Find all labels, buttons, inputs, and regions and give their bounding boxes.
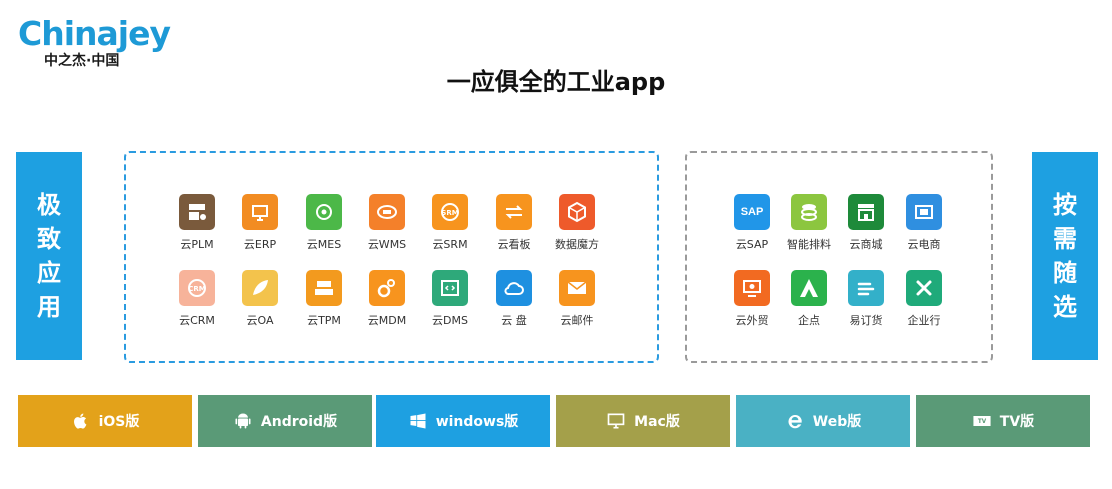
platform-tile[interactable]: iOS版 — [18, 395, 192, 447]
side-label-left: 极致应用 — [16, 152, 82, 360]
crm-icon: CRM — [179, 270, 215, 306]
mail-icon — [559, 270, 595, 306]
platform-tile[interactable]: Android版 — [198, 395, 372, 447]
app-label: 云MDM — [367, 314, 407, 327]
app-tile[interactable]: 云DMS — [419, 270, 481, 328]
app-label: 云外贸 — [735, 314, 769, 327]
app-tile[interactable]: CRM 云CRM — [166, 270, 228, 328]
stack-icon — [791, 194, 827, 230]
app-tile[interactable]: 云商城 — [835, 194, 897, 252]
mdm-icon — [369, 270, 405, 306]
platform-tile[interactable]: TV TV版 — [916, 395, 1090, 447]
app-tile[interactable]: 易订货 — [835, 270, 897, 328]
side-label-left-text: 极致应用 — [37, 191, 61, 321]
svg-text:SRM: SRM — [441, 209, 458, 217]
app-tile[interactable]: 云邮件 — [546, 270, 608, 328]
order-icon — [848, 270, 884, 306]
platform-label: iOS版 — [98, 414, 140, 430]
app-label: 云DMS — [432, 314, 468, 327]
wms-icon — [369, 194, 405, 230]
app-label: 云商城 — [849, 238, 883, 251]
oa-icon — [242, 270, 278, 306]
cloud-disk-icon — [496, 270, 532, 306]
app-label: 云 盘 — [501, 314, 527, 327]
srm-icon: SRM — [432, 194, 468, 230]
brand-logo: Chinajey 中之杰·中国 — [18, 14, 178, 69]
platform-label: TV版 — [999, 414, 1035, 430]
android-icon — [233, 411, 253, 431]
app-tile[interactable]: SRM 云SRM — [419, 194, 481, 252]
sap-icon: SAP — [734, 194, 770, 230]
platform-label: Web版 — [812, 414, 862, 430]
logo-wordmark: Chinajey — [18, 14, 171, 53]
plm-icon — [179, 194, 215, 230]
app-tile[interactable]: 云电商 — [893, 194, 955, 252]
app-tile[interactable]: 智能排料 — [778, 194, 840, 252]
app-tile[interactable]: 企业行 — [893, 270, 955, 328]
app-label: 云电商 — [907, 238, 941, 251]
app-tile[interactable]: 云OA — [229, 270, 291, 328]
app-label: 易订货 — [849, 314, 883, 327]
logo-subtitle: 中之杰·中国 — [44, 53, 120, 69]
app-label: 云ERP — [243, 238, 277, 251]
app-label: 智能排料 — [787, 238, 831, 251]
app-label: 云OA — [246, 314, 274, 327]
app-tile[interactable]: 云MES — [293, 194, 355, 252]
kanban-icon — [496, 194, 532, 230]
app-tile[interactable]: 云WMS — [356, 194, 418, 252]
optional-apps-panel — [685, 151, 993, 363]
ie-icon — [785, 411, 805, 431]
app-label: 数据魔方 — [555, 238, 599, 251]
data-cube-icon — [559, 194, 595, 230]
platform-label: windows版 — [435, 414, 519, 430]
app-label: 云SAP — [735, 238, 769, 251]
app-label: 云PLM — [180, 238, 214, 251]
app-tile[interactable]: 数据魔方 — [546, 194, 608, 252]
platform-tile[interactable]: Web版 — [736, 395, 910, 447]
mac-icon — [606, 411, 626, 431]
dms-icon — [432, 270, 468, 306]
app-tile[interactable]: 云 盘 — [483, 270, 545, 328]
app-tile[interactable]: SAP 云SAP — [721, 194, 783, 252]
store-icon — [848, 194, 884, 230]
app-label: 云WMS — [367, 238, 407, 251]
app-label: 云SRM — [432, 238, 468, 251]
platform-label: Android版 — [260, 414, 338, 430]
trade-icon — [734, 270, 770, 306]
tpm-icon — [306, 270, 342, 306]
side-label-right-text: 按需随选 — [1053, 191, 1077, 321]
svg-text:CRM: CRM — [188, 285, 206, 293]
app-tile[interactable]: 云外贸 — [721, 270, 783, 328]
app-tile[interactable]: 云MDM — [356, 270, 418, 328]
app-tile[interactable]: 云看板 — [483, 194, 545, 252]
windows-icon — [408, 411, 428, 431]
app-label: 云CRM — [179, 314, 215, 327]
core-apps-panel — [124, 151, 659, 363]
app-label: 企点 — [798, 314, 820, 327]
platform-tile[interactable]: windows版 — [376, 395, 550, 447]
side-label-right: 按需随选 — [1032, 152, 1098, 360]
app-label: 云看板 — [497, 238, 531, 251]
platform-tile[interactable]: Mac版 — [556, 395, 730, 447]
enterprise-icon — [906, 270, 942, 306]
mes-icon — [306, 194, 342, 230]
app-tile[interactable]: 云TPM — [293, 270, 355, 328]
app-tile[interactable]: 云PLM — [166, 194, 228, 252]
app-tile[interactable]: 企点 — [778, 270, 840, 328]
app-tile[interactable]: 云ERP — [229, 194, 291, 252]
platform-label: Mac版 — [634, 414, 680, 430]
app-label: 云TPM — [307, 314, 341, 327]
tv-icon: TV — [972, 411, 992, 431]
page-title: 一应俱全的工业app — [446, 68, 666, 96]
app-label: 云邮件 — [560, 314, 594, 327]
app-label: 企业行 — [907, 314, 941, 327]
svg-text:TV: TV — [978, 419, 987, 425]
erp-icon — [242, 194, 278, 230]
app-label: 云MES — [306, 238, 342, 251]
ecommerce-icon — [906, 194, 942, 230]
qidian-icon — [791, 270, 827, 306]
app-icon-text: SAP — [740, 206, 764, 218]
apple-icon — [71, 411, 91, 431]
